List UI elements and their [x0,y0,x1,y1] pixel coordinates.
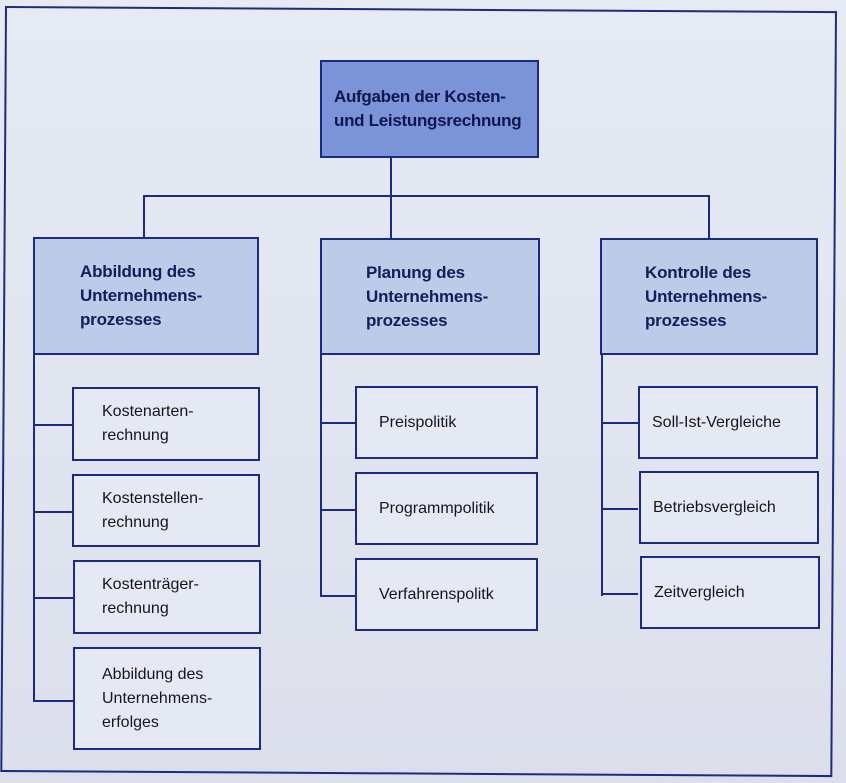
connector-left-trunk [33,354,35,700]
root-box-aufgaben: Aufgaben der Kosten- und Leistungsrechnu… [320,60,539,158]
child-box-unternehmenserfolg: Abbildung des Unternehmens- erfolges [73,647,261,750]
child-box-betriebsvergleich: Betriebsvergleich [639,471,819,544]
child-box-soll-ist-vergleiche: Soll-Ist-Vergleiche [638,386,818,459]
child-box-kostenartenrechnung: Kostenarten- rechnung [72,387,260,461]
connector-right-tick-1 [601,422,638,424]
child-label: Kostenstellen- rechnung [102,489,204,531]
connector-middle-tick-1 [320,422,356,424]
child-box-zeitvergleich: Zeitvergleich [640,556,820,629]
child-box-preispolitik: Preispolitik [355,386,538,459]
child-box-kostenstellenrechnung: Kostenstellen- rechnung [72,474,260,547]
connector-middle-tick-3 [320,595,356,597]
connector-left-tick-2 [33,511,73,513]
branch-box-kontrolle: Kontrolle des Unternehmens- prozesses [600,238,818,355]
child-label: Zeitvergleich [654,583,745,601]
child-box-verfahrenspolitik: Verfahrenspolitk [355,558,538,631]
child-label: Abbildung des Unternehmens- erfolges [102,665,213,731]
connector-left-tick-3 [33,597,73,599]
child-label: Verfahrenspolitk [379,585,494,603]
connector-branch-left [143,195,145,238]
connector-root-down [390,157,392,238]
child-label: Programmpolitik [379,499,495,517]
child-label: Preispolitik [379,413,457,431]
child-box-programmpolitik: Programmpolitik [355,472,538,545]
connector-branch-right [708,195,710,238]
connector-left-tick-1 [33,424,73,426]
connector-right-tick-3 [601,593,638,595]
child-label: Betriebsvergleich [653,498,776,516]
root-box-label: Aufgaben der Kosten- und Leistungsrechnu… [334,87,522,130]
connector-left-tick-4 [33,700,73,702]
child-label: Kostenträger- rechnung [102,576,199,617]
branch-label-planung: Planung des Unternehmens- prozesses [366,262,489,330]
child-box-kostentraegerrechnung: Kostenträger- rechnung [73,560,261,634]
connector-right-tick-2 [601,508,638,510]
connector-branch-bar [143,195,710,197]
branch-label-abbildung: Abbildung des Unternehmens- prozesses [80,262,203,329]
connector-right-trunk [601,354,603,596]
connector-middle-tick-2 [320,509,356,511]
child-label: Soll-Ist-Vergleiche [652,413,781,431]
branch-box-planung: Planung des Unternehmens- prozesses [320,238,540,355]
branch-box-abbildung: Abbildung des Unternehmens- prozesses [33,237,259,355]
branch-label-kontrolle: Kontrolle des Unternehmens- prozesses [645,262,768,330]
child-label: Kostenarten- rechnung [102,403,194,444]
connector-middle-trunk [320,354,322,596]
